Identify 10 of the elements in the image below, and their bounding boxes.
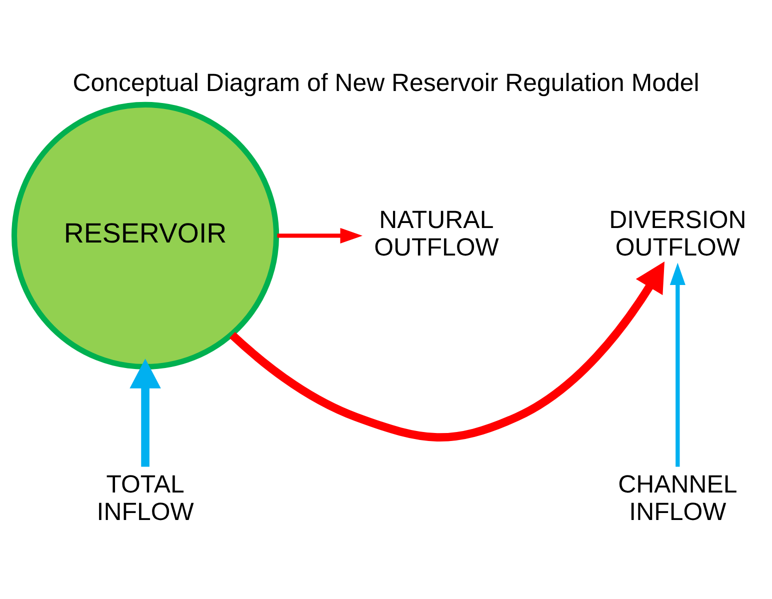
node-circle: RESERVOIR <box>11 102 280 370</box>
arrow <box>130 358 161 467</box>
arrow <box>229 262 665 442</box>
node-text: NATURAL OUTFLOW <box>374 206 499 262</box>
node-text: DIVERSION OUTFLOW <box>609 206 746 262</box>
arrow <box>670 262 686 467</box>
diagram-title: Conceptual Diagram of New Reservoir Regulation Model <box>72 69 700 98</box>
node-text: TOTAL INFLOW <box>96 470 194 526</box>
node-text: CHANNEL INFLOW <box>618 470 738 526</box>
arrow <box>277 228 362 244</box>
